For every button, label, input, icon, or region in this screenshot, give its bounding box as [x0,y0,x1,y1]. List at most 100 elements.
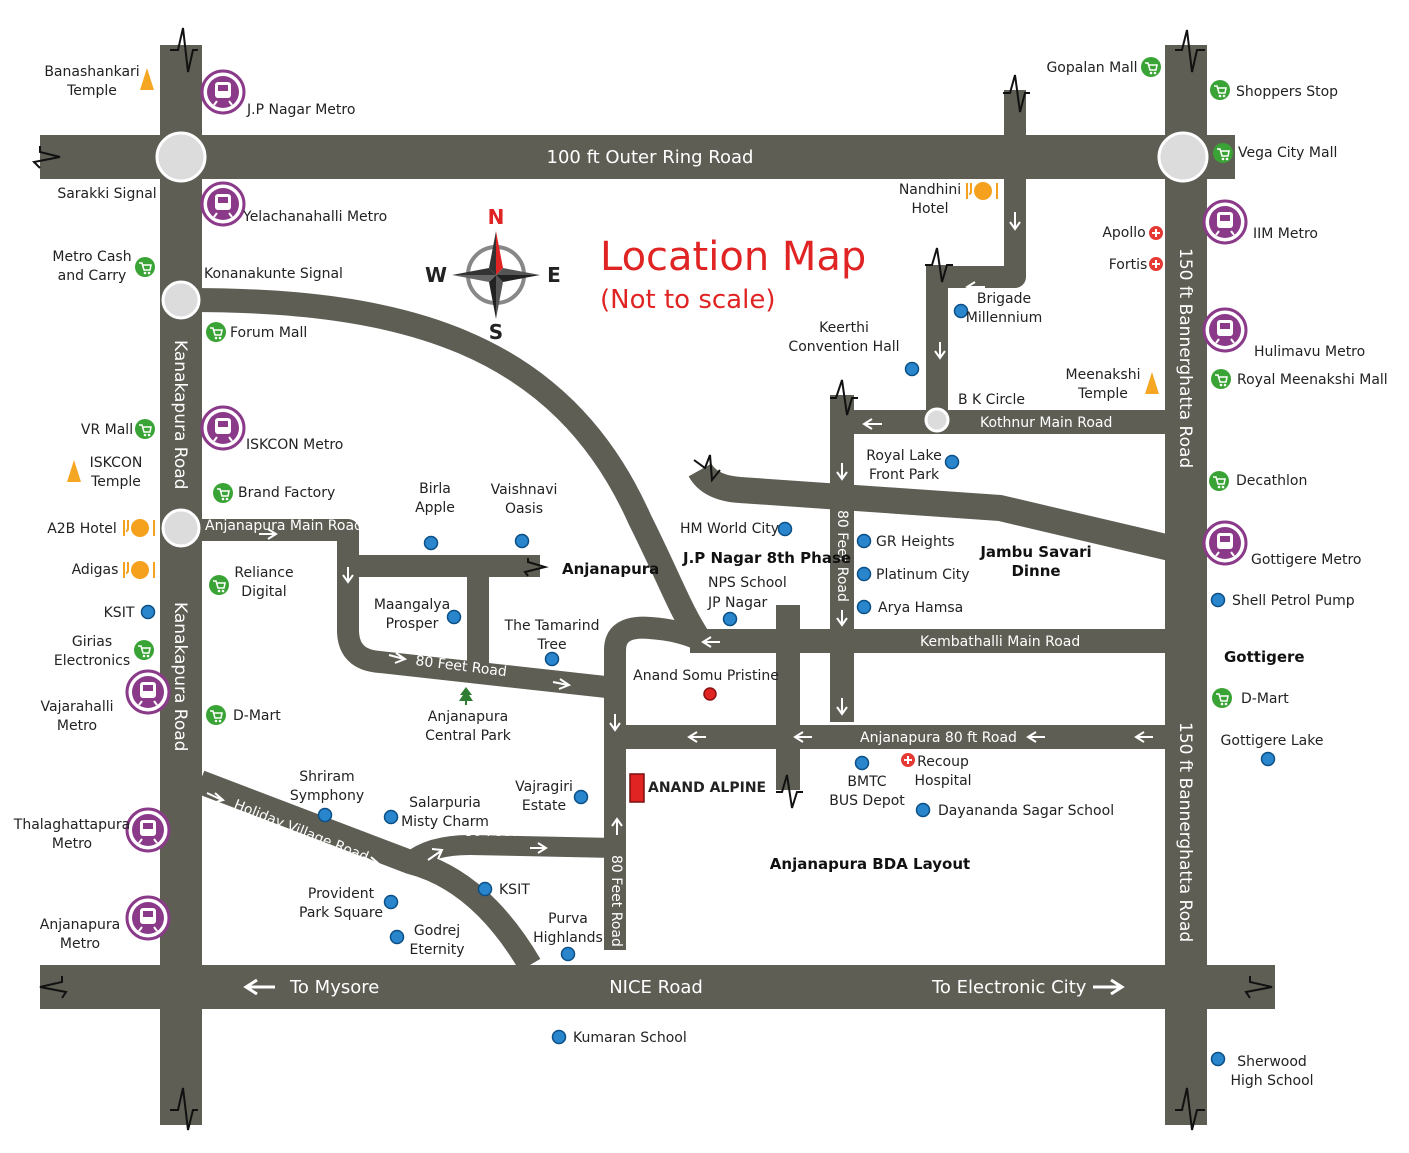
road-label-80ft-d: 80 Feet Road [834,510,850,602]
place-kumaran: Kumaran School [551,1029,687,1046]
break-mark [776,774,803,809]
arrow-mark [243,978,275,996]
arrow-mark [687,731,706,743]
place-label: IIM Metro [1253,226,1318,242]
place-label-line: Temple [90,474,141,490]
place-forum-mall: Forum Mall [206,322,307,342]
place-label-line: JP Nagar [707,595,768,611]
place-gr-heights: GR Heights [856,533,955,550]
place-label-line: Apple [415,500,455,516]
place-gopalan: Gopalan Mall [1046,57,1161,77]
arrow-mark [793,731,812,743]
place-label-line: Konanakunte Signal [204,266,343,282]
road-label-bannerghatta-bottom: 150 ft Bannerghatta Road [1175,722,1195,942]
place-label-line: GR Heights [876,534,955,550]
compass-needle-north [496,231,503,275]
arrow-mark [862,418,882,430]
metro-icon [1202,307,1248,353]
cart-icon [213,483,233,503]
temple-icon [140,68,154,90]
place-label-line: ISKCON Metro [246,437,343,453]
dot-icon [944,454,960,470]
place-anjanapura: Anjanapura [562,560,659,578]
place-label: B K Circle [958,392,1025,408]
metro-icon [125,895,171,941]
place-label-line: Central Park [425,728,512,744]
arrow-mark [259,528,278,540]
break-mark [925,247,953,283]
place-label-line: Estate [522,798,566,814]
place-label: Yelachanahalli Metro [242,209,387,225]
place-fortis: Fortis [1109,257,1163,273]
place-label-line: Keerthi [819,320,869,336]
dot-icon [551,1029,567,1045]
place-label-line: KSIT [104,605,135,621]
place-label: Royal Meenakshi Mall [1237,372,1388,388]
place-label: Arya Hamsa [878,600,963,616]
junction-konanakunte [161,280,201,320]
place-label: D-Mart [233,708,281,724]
junction-anjanapura-main [161,508,201,548]
place-label: KSIT [499,882,530,898]
arrow-mark [427,848,444,861]
map-title: Location Map [600,234,866,280]
compass-n: N [488,205,505,229]
arrow-mark [836,463,848,481]
road-label-80ft-b: 80 Feet Road [464,824,556,840]
compass-needle-east [496,268,540,275]
arrow-mark [1009,212,1021,231]
place-label: HM World City [680,521,779,537]
place-label-line: Sherwood [1237,1054,1307,1070]
temple-icon [67,460,81,482]
place-gottigere: Gottigere [1224,648,1305,666]
place-hulimavu: Hulimavu Metro [1202,307,1365,360]
place-label-line: Misty Charm [401,814,489,830]
arrow-mark [934,342,946,360]
cart-icon [135,257,155,277]
place-label-line: Anjanapura [40,917,120,933]
place-label: ISKCON Metro [246,437,343,453]
place-label-line: Brigade [977,291,1031,307]
place-label-line: Shell Petrol Pump [1232,593,1355,609]
road-label-anjanapura-main: Anjanapura Main Road [205,518,363,534]
arrow-mark [609,714,621,732]
place-adigas: Adigas [72,561,155,579]
arrow-mark [611,817,623,835]
place-yelachanahalli: Yelachanahalli Metro [200,181,387,227]
junction-sarakki [155,131,207,183]
place-label-line: Metro [57,718,97,734]
place-ksit-bottom: KSIT [477,881,530,898]
compass-s: S [489,320,503,344]
place-label-line: Anand Somu Pristine [633,668,779,684]
place-label-line: HM World City [680,521,779,537]
place-label-line: High School [1230,1073,1313,1089]
road-80ft-main-vertical [604,616,705,950]
place-ksit-left: KSIT [104,604,156,621]
place-label-line: Anjanapura [562,560,659,578]
road-label-bannerghatta-top: 150 ft Bannerghatta Road [1175,248,1195,468]
place-label-line: KSIT [499,882,530,898]
hospital-icon [1149,257,1163,271]
place-sarakki: Sarakki Signal [57,186,156,202]
place-label: JP Nagar [707,595,768,611]
break-mark [31,146,61,169]
arrow-mark [342,567,354,584]
place-label-line: Temple [66,83,117,99]
place-a2b: A2B Hotel [47,519,155,537]
break-mark [693,454,721,483]
